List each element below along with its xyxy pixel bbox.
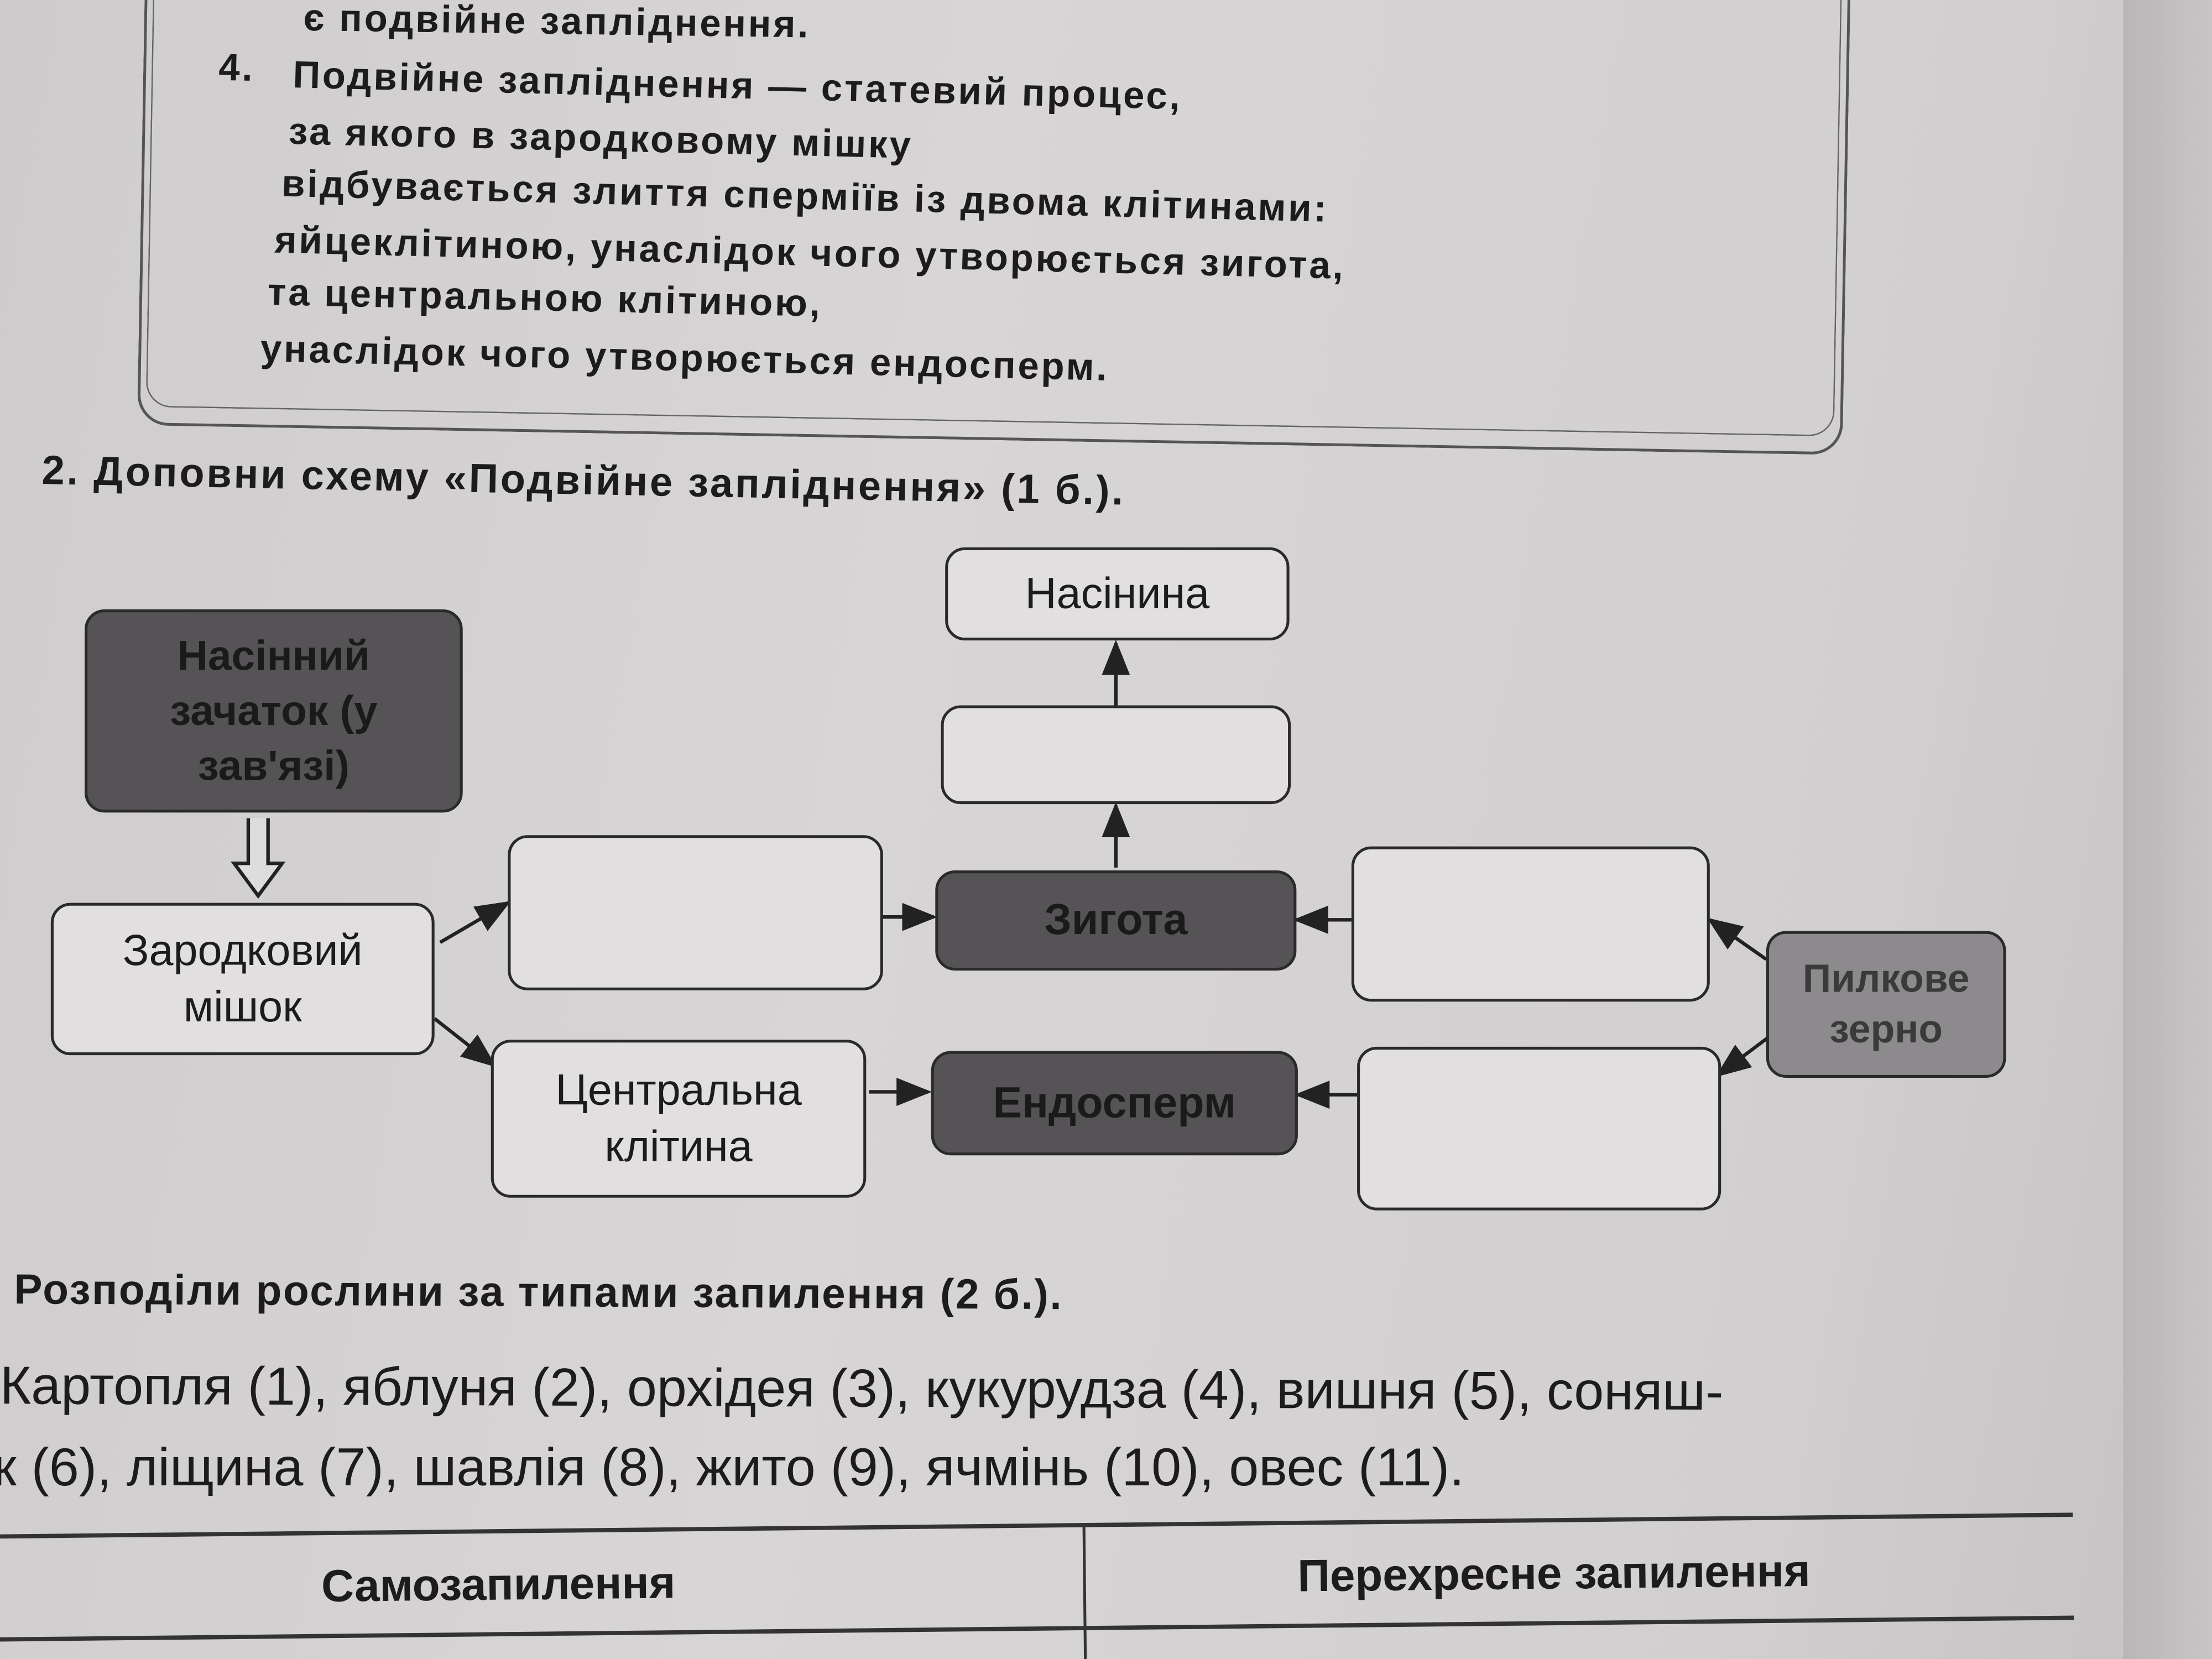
blank-box-above-zygote[interactable] xyxy=(941,705,1291,805)
arrow-sac-to-egg xyxy=(439,901,511,944)
table-column-divider xyxy=(1082,1527,1088,1659)
embryo-sac-box: Зародковий мішок xyxy=(50,902,435,1056)
pollination-table: Самозапилення Перехресне запилення xyxy=(0,1512,2075,1659)
ovule-box: Насінний зачаток (у зав'язі) xyxy=(85,609,463,813)
blank-box-egg-cell[interactable] xyxy=(508,835,883,990)
seed-box: Насінина xyxy=(945,547,1290,641)
table-header-bottom-border xyxy=(0,1615,2074,1642)
endosperm-box: Ендосперм xyxy=(931,1051,1298,1156)
blank-box-sperm-2[interactable] xyxy=(1357,1046,1721,1211)
pollen-box: Пилкове зерно xyxy=(1766,931,2006,1078)
arrow-pollen-down xyxy=(1715,1035,1770,1077)
blank-box-sperm-1[interactable] xyxy=(1351,846,1710,1002)
hollow-arrow-down xyxy=(231,818,286,899)
next-page-edge xyxy=(2123,0,2212,1659)
zygote-box: Зигота xyxy=(935,870,1297,971)
central-cell-box: Центральна клітина xyxy=(491,1040,867,1198)
plants-list-line2: к (6), ліщина (7), шавлія (8), жито (9),… xyxy=(0,1439,1465,1499)
arrow-sac-to-central xyxy=(433,1017,497,1067)
plants-list-line1: Картопля (1), яблуня (2), орхідея (3), к… xyxy=(0,1357,1724,1423)
arrow-pollen-up xyxy=(1707,917,1767,961)
task3-heading: Розподіли рослини за типами запилення (2… xyxy=(14,1266,1063,1319)
table-header-cross-pollination: Перехресне запилення xyxy=(1297,1545,1811,1601)
table-header-self-pollination: Самозапилення xyxy=(321,1557,676,1611)
